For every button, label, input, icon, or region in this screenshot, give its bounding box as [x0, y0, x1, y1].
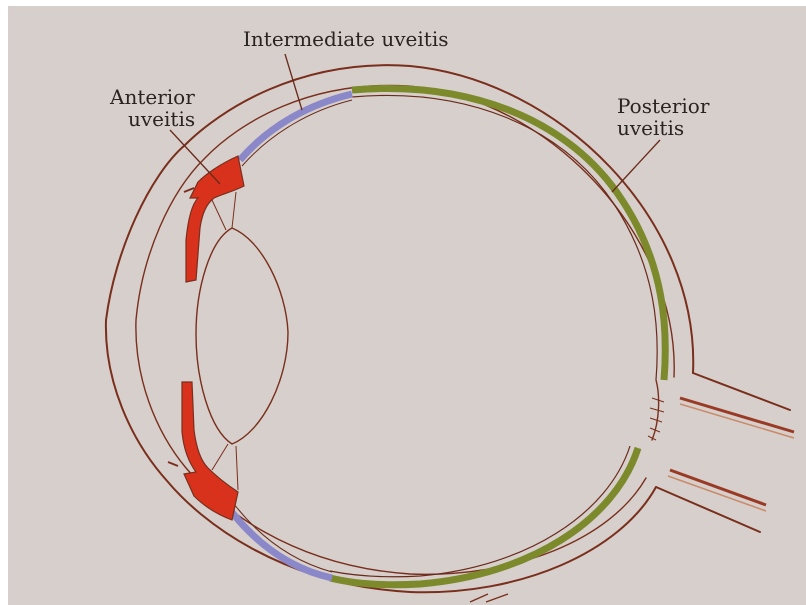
- posterior-uveitis-label-line2: uveitis: [617, 116, 684, 140]
- slide-edge-left: [0, 0, 8, 605]
- intermediate-uveitis-label: Intermediate uveitis: [243, 27, 448, 51]
- slide-edge-top: [0, 0, 806, 6]
- anterior-uveitis-label-line1: Anterior: [109, 85, 195, 109]
- posterior-uveitis-label-line1: Posterior: [617, 94, 710, 118]
- anterior-uveitis-label-line2: uveitis: [128, 107, 195, 131]
